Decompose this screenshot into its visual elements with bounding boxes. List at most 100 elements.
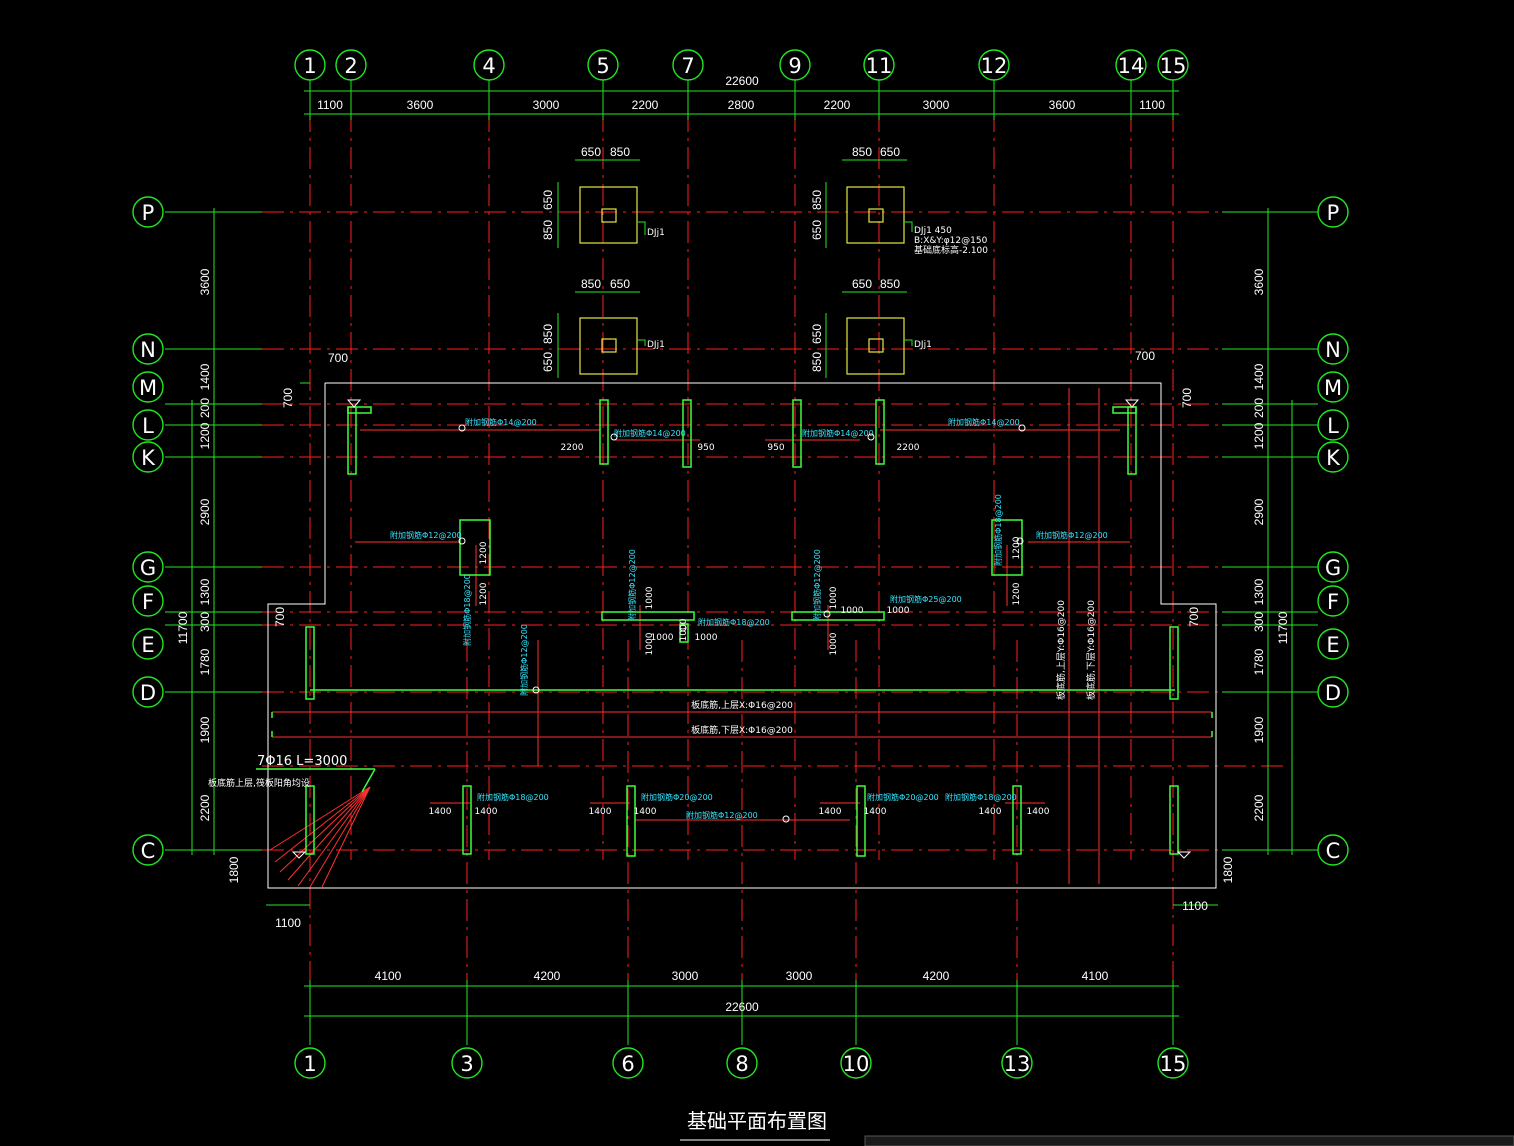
dim-left: 2200	[198, 794, 212, 821]
footing-dim: 650	[541, 190, 555, 210]
dim-top: 1100	[1139, 98, 1165, 112]
axis-label-bottom: 6	[621, 1052, 634, 1076]
rebar-length: 1400	[589, 807, 612, 817]
rebar-note: 附加钢筋Φ18@200	[945, 792, 1017, 802]
footing-dim: 850	[880, 277, 900, 291]
footing-note: DJj1 450	[914, 226, 952, 236]
overall-dim-top: 22600	[725, 74, 759, 88]
axis-label-top: 15	[1160, 54, 1187, 78]
rebar-length: 1000	[887, 606, 910, 616]
axis-label-top: 4	[482, 54, 495, 78]
dim-right: 2200	[1252, 794, 1266, 821]
footing-dim: 650	[810, 324, 824, 344]
corner-dim: 1800	[227, 856, 241, 883]
grid-lines	[262, 110, 1285, 1010]
dim-top: 3000	[923, 98, 950, 112]
footing-dim: 850	[541, 220, 555, 240]
axis-label-right: L	[1327, 414, 1339, 438]
axis-label-left: N	[140, 338, 156, 362]
raft-slab-outline	[267, 382, 1217, 889]
corner-dim: 1100	[275, 916, 301, 930]
rebar-note: 附加钢筋Φ12@200	[812, 549, 822, 621]
corner-dim: 700	[1135, 349, 1155, 363]
corner-dim: 1100	[1182, 899, 1208, 913]
rebar-note: 附加钢筋Φ12@200	[1036, 530, 1108, 540]
axis-bubbles-bottom: 1 3 6 8 10 13 15	[294, 1047, 1189, 1079]
rebar-length-text: 2200 950 950 2200 1200 1200 1200 1200 10…	[429, 443, 1050, 817]
dim-bottom: 4100	[375, 969, 402, 983]
footing-note: 基础底标高-2.100	[914, 244, 988, 256]
dim-left: 1200	[198, 422, 212, 449]
dim-right: 1780	[1252, 648, 1266, 675]
dimension-text-right: 3600 1400 200 1200 2900 1300 300 1780 19…	[1252, 268, 1290, 821]
rebar-note: 附加钢筋Φ12@200	[686, 810, 758, 820]
axis-label-top: 5	[596, 54, 609, 78]
axis-label-left: P	[142, 201, 155, 225]
footing-dim: 850	[810, 190, 824, 210]
axis-label-top: 2	[344, 54, 357, 78]
dim-bottom: 3000	[672, 969, 699, 983]
rebar-length: 1000	[645, 586, 655, 609]
dim-top: 3000	[533, 98, 560, 112]
shear-walls	[305, 399, 1179, 857]
axis-label-top: 7	[681, 54, 694, 78]
corner-dim: 1800	[1221, 856, 1235, 883]
axis-label-bottom: 3	[460, 1052, 473, 1076]
rebar-length: 1000	[841, 606, 864, 616]
rebar-note: 附加钢筋Φ14@200	[465, 417, 537, 427]
dimension-lines	[165, 80, 1318, 1045]
rebar-length: 1400	[475, 807, 498, 817]
dim-bottom: 4100	[1082, 969, 1109, 983]
axis-label-right: K	[1326, 446, 1341, 470]
dim-top: 1100	[317, 98, 343, 112]
axis-label-left: G	[140, 556, 156, 580]
rebar-note: 附加钢筋Φ18@200	[477, 792, 549, 802]
rebar-length: 1200	[479, 541, 489, 564]
dim-left: 200	[198, 398, 212, 418]
footing-dim: 850	[541, 324, 555, 344]
dim-top: 2200	[824, 98, 851, 112]
slab-top-y-label: 板底筋,上层Y:Φ16@200	[1055, 600, 1067, 700]
axis-label-left: C	[141, 839, 156, 863]
axis-label-bottom: 10	[843, 1052, 870, 1076]
dimension-text-top: 22600 1100 3600 3000 2200 2800 2200 3000…	[317, 74, 1165, 112]
rebar-length: 1000	[651, 633, 674, 643]
footing-dim: 650	[581, 145, 601, 159]
axis-label-top: 11	[866, 54, 893, 78]
slab-bottom-label: 板底筋,下层X:Φ16@200	[691, 724, 793, 736]
axis-label-bottom: 1	[303, 1052, 316, 1076]
dim-right: 200	[1252, 398, 1266, 418]
axis-label-left: L	[142, 414, 154, 438]
status-strip	[864, 1135, 1514, 1146]
footing-dim: 850	[852, 145, 872, 159]
dim-bottom: 4200	[534, 969, 561, 983]
footing-labels: DJj1 DJj1 450 B:X&Y:φ12@150 基础底标高-2.100 …	[637, 221, 988, 350]
footing-dim: 650	[852, 277, 872, 291]
rebar-note: 附加钢筋Φ18@200	[993, 494, 1003, 566]
dim-top: 2200	[632, 98, 659, 112]
dim-right: 300	[1252, 612, 1266, 632]
axis-label-right: F	[1327, 590, 1339, 614]
axis-label-bottom: 8	[735, 1052, 748, 1076]
rebar-length: 950	[697, 443, 714, 453]
axis-label-right: C	[1326, 839, 1341, 863]
dim-left: 300	[198, 612, 212, 632]
slab-bottom-y-label: 板底筋,下层Y:Φ16@200	[1085, 600, 1097, 700]
overall-dim-right: 11700	[1276, 611, 1290, 644]
rebar-note: 附加钢筋Φ12@200	[627, 549, 637, 621]
footing-tag: DJj1	[914, 340, 932, 350]
rebar-length: 1400	[429, 807, 452, 817]
slab-rebar-lines	[271, 388, 1213, 884]
rebar-length: 1400	[634, 807, 657, 817]
corner-dim: 700	[328, 351, 348, 365]
axis-label-top: 9	[788, 54, 801, 78]
axis-label-right: M	[1324, 376, 1342, 400]
rebar-note: 附加钢筋Φ14@200	[802, 428, 874, 438]
dimension-text-bottom: 4100 4200 3000 3000 4200 4100 22600	[375, 969, 1109, 1014]
rebar-length: 1400	[979, 807, 1002, 817]
axis-label-right: N	[1325, 338, 1341, 362]
axis-label-top: 14	[1118, 54, 1145, 78]
dimension-text-left: 3600 1400 200 1200 2900 1300 300 1780 19…	[176, 268, 212, 821]
overall-dim-left: 11700	[176, 611, 190, 644]
rebar-note: 附加钢筋Φ25@200	[890, 594, 962, 604]
